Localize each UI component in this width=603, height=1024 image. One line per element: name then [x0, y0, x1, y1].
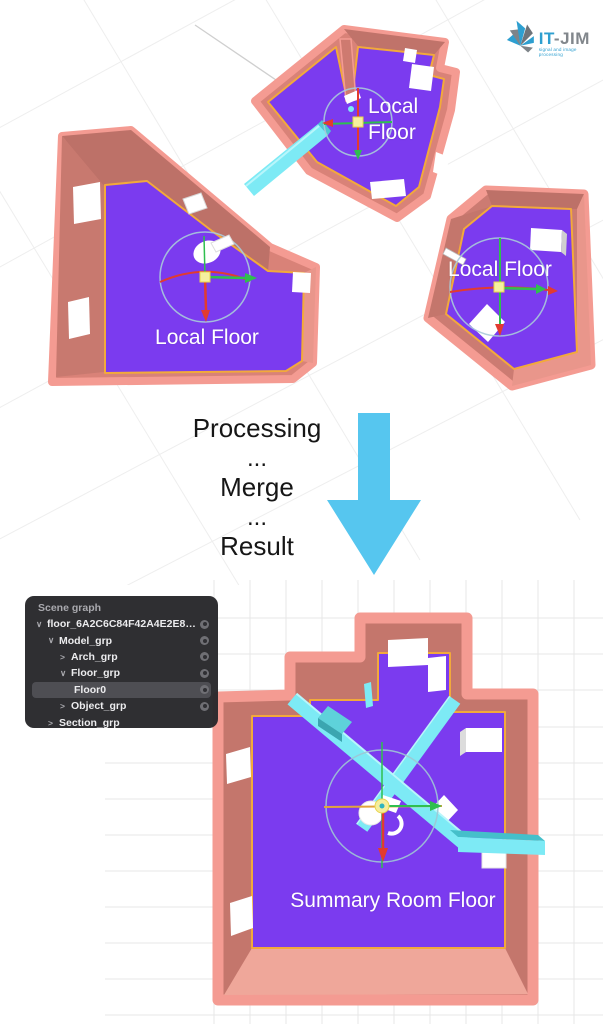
gizmo-arrow-down: [378, 848, 388, 862]
scene-graph-node-floor-root[interactable]: ∨ floor_6A2C6C84F42A4E2E8829...: [32, 616, 211, 632]
room-merged-wall-face-bottom: [224, 948, 528, 995]
gizmo-top[interactable]: [322, 87, 393, 160]
room-label-top: Local Floor: [368, 95, 419, 144]
itjim-pinwheel-icon: [506, 20, 534, 53]
room-top-wall-face: [344, 29, 445, 55]
merge-arrow: [327, 413, 421, 575]
itjim-logo-text: IT-JIM signal and image processing: [539, 30, 600, 57]
room-label-left: Local Floor: [155, 326, 259, 349]
furniture-lid: [210, 234, 235, 253]
visibility-icon[interactable]: [200, 636, 209, 646]
chevron-right-icon[interactable]: >: [48, 717, 53, 728]
gizmo-merged[interactable]: [323, 742, 443, 868]
process-ellipsis: ...: [246, 444, 267, 472]
beams-merged: [287, 682, 545, 855]
gizmo-arrow-right: [430, 801, 442, 811]
room-top: [244, 25, 460, 222]
gizmo-right[interactable]: [449, 237, 558, 337]
scene-graph-title: Scene graph: [38, 602, 102, 614]
room-right-wall-face-right: [512, 194, 591, 386]
process-step: Processing: [192, 413, 322, 443]
room-label-right: Local Floor: [448, 258, 552, 281]
furniture: [344, 90, 361, 104]
gizmo-left[interactable]: [159, 231, 257, 323]
process-step: Merge: [220, 472, 294, 502]
visibility-icon[interactable]: [200, 668, 209, 678]
brand-suffix: -JIM: [553, 29, 590, 48]
gizmo-arrow-right-red: [548, 286, 558, 295]
chevron-right-icon[interactable]: >: [60, 651, 65, 662]
itjim-logo: IT-JIM signal and image processing: [504, 18, 600, 60]
chevron-down-icon[interactable]: ∨: [36, 618, 43, 629]
process-ellipsis: ...: [246, 503, 267, 531]
visibility-icon[interactable]: [200, 652, 209, 662]
visibility-icon[interactable]: [200, 619, 209, 629]
visibility-icon[interactable]: [200, 685, 209, 695]
room-merged: [212, 612, 545, 1006]
chevron-down-icon[interactable]: ∨: [60, 667, 67, 678]
gizmo-arrow-down: [354, 150, 362, 160]
brand-prefix: IT: [538, 29, 554, 48]
gizmo-arrow-right-green: [536, 284, 546, 294]
scene-graph-node-model-grp[interactable]: ∨ Model_grp: [32, 632, 211, 648]
gizmo-arrow-left: [322, 119, 333, 127]
room-right-wall-face-top: [486, 190, 584, 209]
gizmo-arrow-down: [495, 324, 504, 336]
room-label-merged: Summary Room Floor: [290, 889, 496, 912]
scene-graph-node-object-grp[interactable]: > Object_grp: [32, 698, 211, 714]
scene-graph-panel: Scene graph ∨ floor_6A2C6C84F42A4E2E8829…: [25, 596, 218, 729]
chevron-down-icon[interactable]: ∨: [48, 635, 55, 646]
process-step: Result: [220, 531, 294, 561]
room-right: [423, 185, 596, 391]
chevron-right-icon[interactable]: >: [60, 701, 65, 712]
scene-graph-node-floor0[interactable]: Floor0: [32, 681, 211, 698]
room-left-openings: [68, 182, 311, 339]
room-top-openings: [370, 48, 449, 199]
scene-graph-node-section-grp[interactable]: > Section_grp: [48, 716, 120, 729]
room-left: [48, 126, 320, 386]
gizmo-arrow-down: [201, 310, 210, 322]
gizmo-arrow-right: [245, 273, 257, 283]
room-right-furniture: [442, 228, 567, 342]
process-annotation: Processing ... Merge ... Result: [152, 413, 362, 562]
room-merged-openings: [226, 638, 446, 936]
brand-tagline: signal and image processing: [538, 47, 577, 57]
scene-graph-node-arch-grp[interactable]: > Arch_grp: [32, 649, 211, 665]
scene-graph-node-floor-grp[interactable]: ∨ Floor_grp: [32, 665, 211, 681]
visibility-icon[interactable]: [200, 701, 209, 711]
